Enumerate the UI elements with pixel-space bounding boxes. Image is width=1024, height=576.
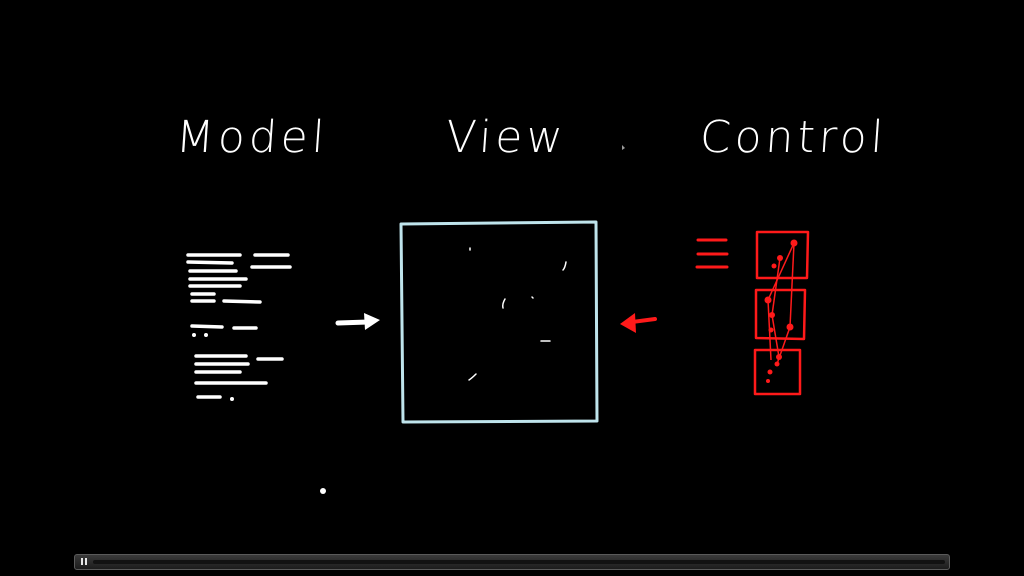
cursor-mark <box>622 145 625 150</box>
control-lines <box>695 238 729 269</box>
control-boxes <box>753 230 810 396</box>
pause-button[interactable] <box>78 557 89 567</box>
control-nodes <box>764 239 798 383</box>
control-to-view-arrow <box>620 313 657 333</box>
view-heading: View <box>444 112 569 163</box>
video-controls-bar <box>74 554 950 570</box>
model-dots <box>192 333 326 494</box>
view-box <box>399 220 599 424</box>
control-connections <box>767 242 795 365</box>
seek-bar[interactable] <box>93 560 945 564</box>
model-to-view-arrow <box>335 313 380 330</box>
model-heading: Model <box>174 112 330 163</box>
view-specks <box>468 247 567 381</box>
control-heading: Control <box>698 112 889 163</box>
model-text-lines <box>186 253 292 399</box>
